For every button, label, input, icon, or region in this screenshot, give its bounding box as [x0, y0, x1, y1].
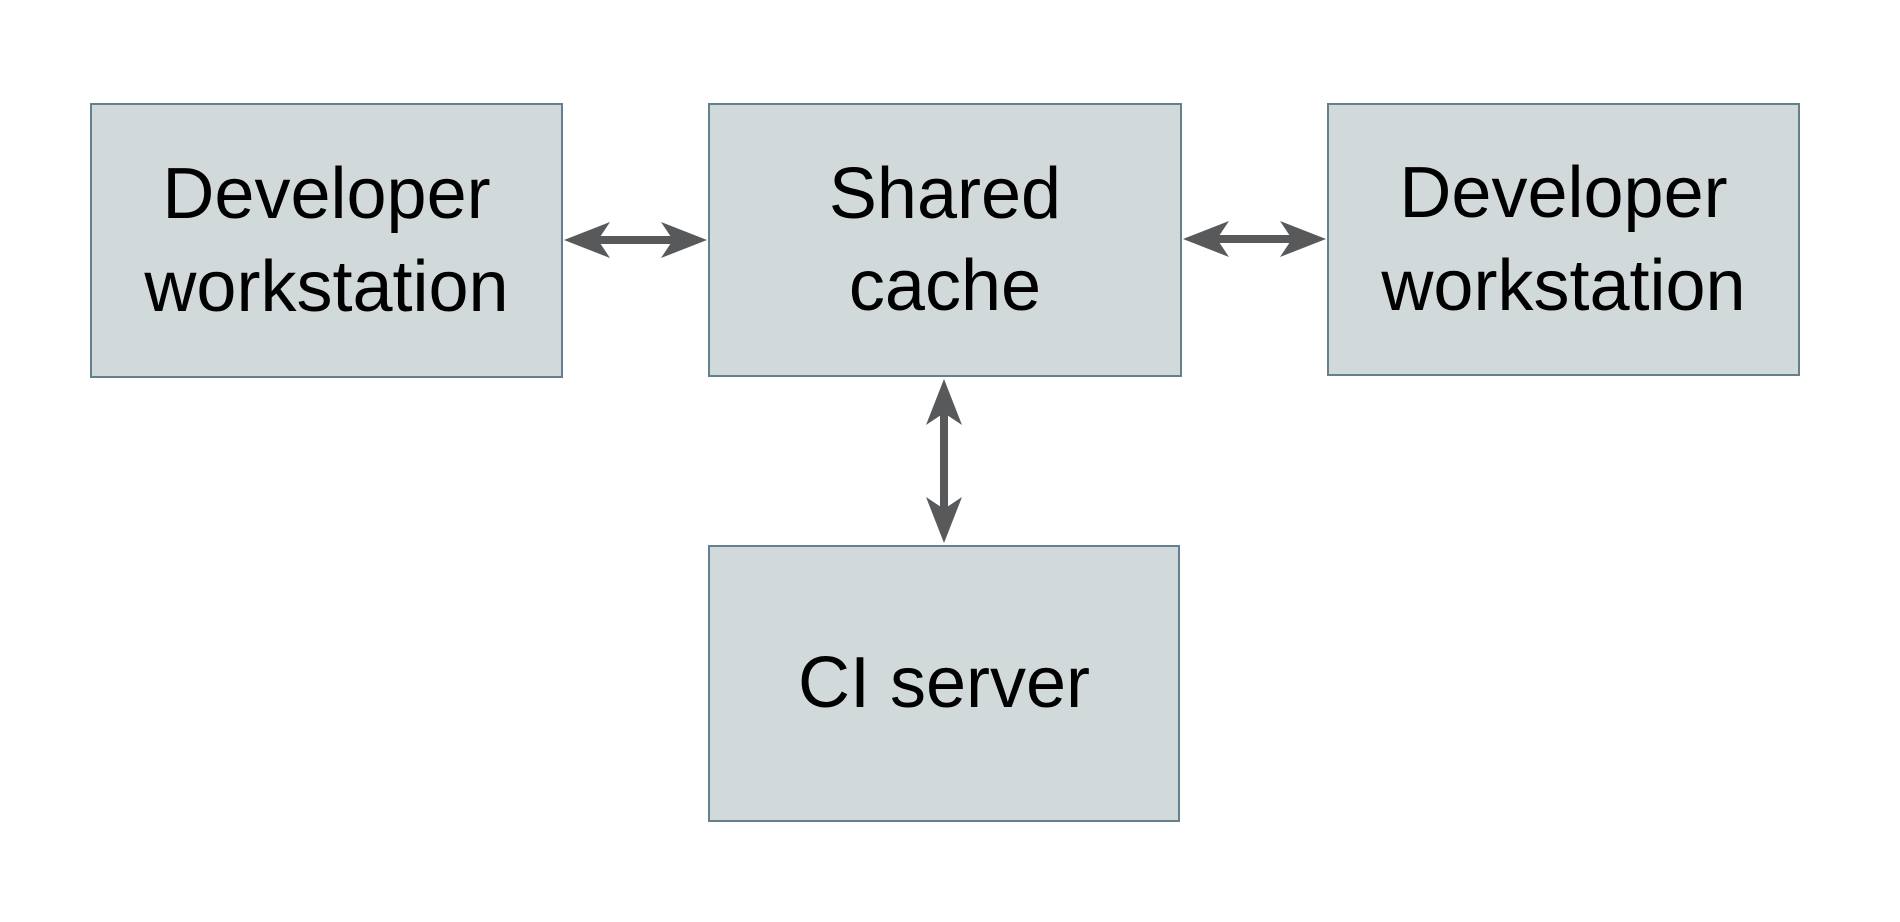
node-shared-cache: Shared cache — [708, 103, 1182, 377]
bidirectional-arrow-cache-ci-server — [926, 379, 962, 543]
bidirectional-arrow-cache-right-workstation — [1183, 221, 1326, 257]
node-developer-workstation-right: Developer workstation — [1327, 103, 1800, 376]
node-label-developer-workstation-right: Developer workstation — [1381, 153, 1746, 326]
node-developer-workstation-left: Developer workstation — [90, 103, 563, 378]
node-label-shared-cache: Shared cache — [828, 153, 1062, 326]
node-ci-server: CI server — [708, 545, 1180, 822]
bidirectional-arrow-left-workstation-cache — [564, 222, 707, 258]
node-label-developer-workstation-left: Developer workstation — [144, 154, 509, 327]
node-label-ci-server: CI server — [797, 643, 1091, 724]
